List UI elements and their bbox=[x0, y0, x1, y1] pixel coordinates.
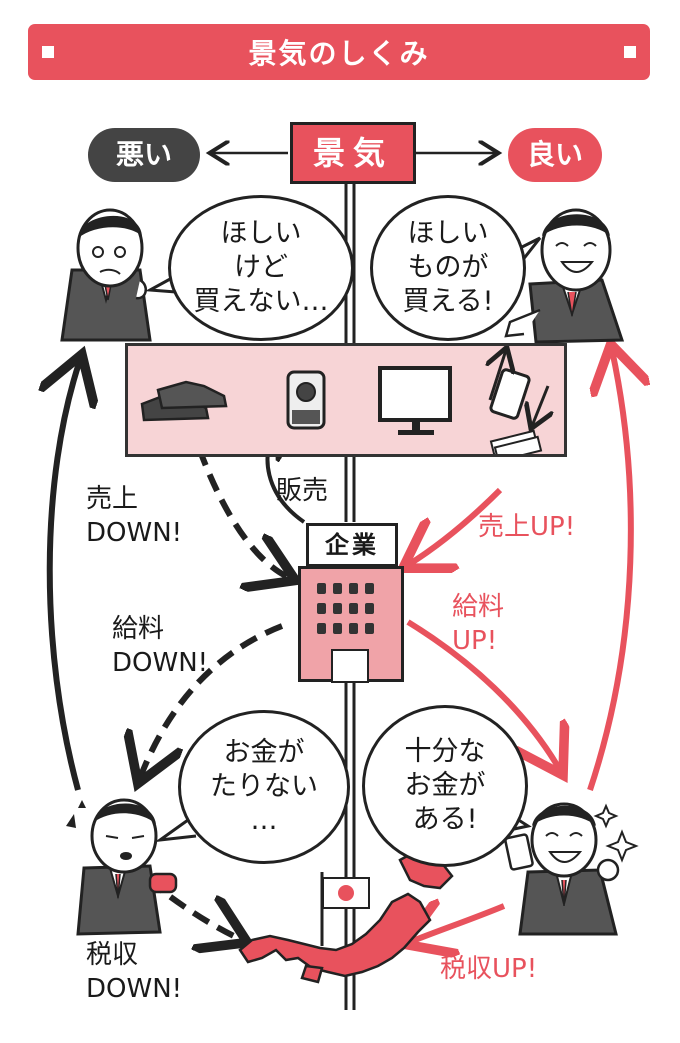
sales-down-label: 売上 DOWN! bbox=[86, 484, 183, 548]
arrow-left-cycle bbox=[50, 360, 80, 791]
arrow-salary-up bbox=[406, 619, 560, 770]
speech-bubble-short-money: お金が たりない … bbox=[178, 710, 350, 864]
speech-bubble-cant-buy: ほしい けど 買えない… bbox=[168, 195, 354, 341]
sales-label: 販売 bbox=[276, 476, 329, 506]
arrow-sales-up bbox=[408, 487, 503, 565]
japan-flag-icon bbox=[320, 872, 370, 946]
products-band bbox=[125, 343, 567, 457]
page-title: 景気のしくみ bbox=[248, 37, 430, 70]
economy-label: 景気 bbox=[290, 122, 416, 184]
person-sweating-icon bbox=[66, 798, 178, 936]
tax-up-label: 税収UP! bbox=[440, 954, 538, 984]
arrow-salary-down bbox=[140, 623, 284, 778]
arrow-right-cycle bbox=[590, 350, 631, 791]
speech-bubble-can-buy: ほしい ものが 買える! bbox=[370, 195, 526, 341]
sales-up-label: 売上UP! bbox=[478, 512, 576, 542]
person-happy-icon bbox=[504, 208, 625, 344]
monitor-icon bbox=[378, 366, 452, 435]
person-cheering-icon bbox=[504, 802, 639, 936]
salary-down-label: 給料 DOWN! bbox=[112, 614, 209, 678]
money-icon bbox=[489, 429, 543, 454]
arrow-tax-up bbox=[410, 906, 506, 942]
company-sign: 企業 bbox=[306, 523, 398, 567]
salary-up-label: 給料 UP! bbox=[452, 592, 505, 656]
bad-economy-label: 悪い bbox=[88, 128, 200, 182]
company-building-icon bbox=[298, 566, 404, 683]
shoes-icon bbox=[140, 380, 228, 422]
title-banner: 景気のしくみ bbox=[28, 24, 650, 80]
tax-down-label: 税収 DOWN! bbox=[86, 940, 183, 1004]
camera-icon bbox=[286, 370, 326, 430]
speech-bubble-enough-money: 十分な お金が ある! bbox=[362, 705, 528, 867]
bubble-tail-bl bbox=[154, 818, 197, 843]
banner-square-left bbox=[42, 46, 54, 58]
person-worried-icon bbox=[60, 208, 152, 342]
banner-square-right bbox=[624, 46, 636, 58]
good-economy-label: 良い bbox=[508, 128, 602, 182]
smartphone-icon bbox=[490, 350, 548, 426]
